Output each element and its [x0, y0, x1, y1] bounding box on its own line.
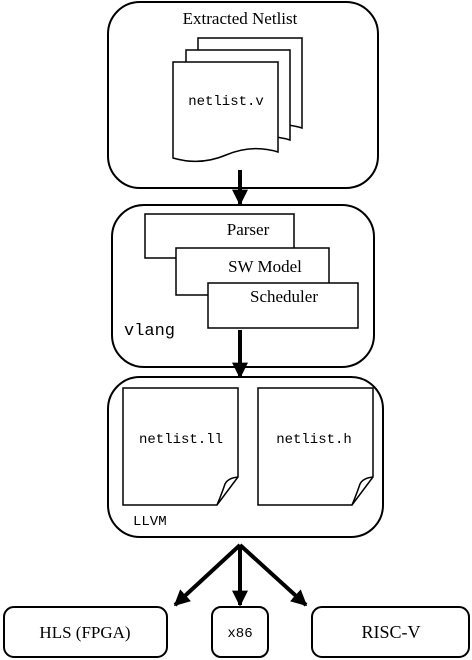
netlist-ll-document-icon	[122, 387, 239, 506]
sw-model-stage-label: SW Model	[228, 257, 302, 276]
target-hls-fpga-box: HLS (FPGA)	[3, 606, 168, 658]
extracted-netlist-title: Extracted Netlist	[183, 9, 298, 28]
scheduler-stage-box	[207, 282, 359, 329]
netlist-v-filename: netlist.v	[188, 94, 264, 110]
vlang-label: vlang	[124, 322, 175, 341]
vlang-box: Parser SW Model Scheduler vlang	[111, 204, 375, 368]
netlist-ll-filename: netlist.ll	[139, 432, 223, 448]
llvm-label: LLVM	[133, 514, 167, 530]
scheduler-stage-label: Scheduler	[250, 287, 318, 306]
parser-stage-label: Parser	[227, 220, 270, 239]
target-hls-fpga-label: HLS (FPGA)	[39, 623, 130, 642]
arrow-llvm-to-riscv	[238, 543, 308, 607]
netlist-v-document-icon	[172, 37, 303, 163]
netlist-h-document-icon	[257, 387, 374, 506]
target-x86-box: x86	[211, 606, 269, 658]
target-x86-label: x86	[227, 626, 252, 642]
netlist-h-filename: netlist.h	[276, 432, 352, 448]
arrow-llvm-to-hls	[173, 543, 242, 607]
llvm-box: netlist.ll netlist.h LLVM	[107, 376, 384, 538]
target-riscv-box: RISC-V	[311, 606, 470, 658]
target-riscv-label: RISC-V	[361, 622, 420, 642]
extracted-netlist-box: Extracted Netlist netlist.v	[107, 1, 379, 189]
